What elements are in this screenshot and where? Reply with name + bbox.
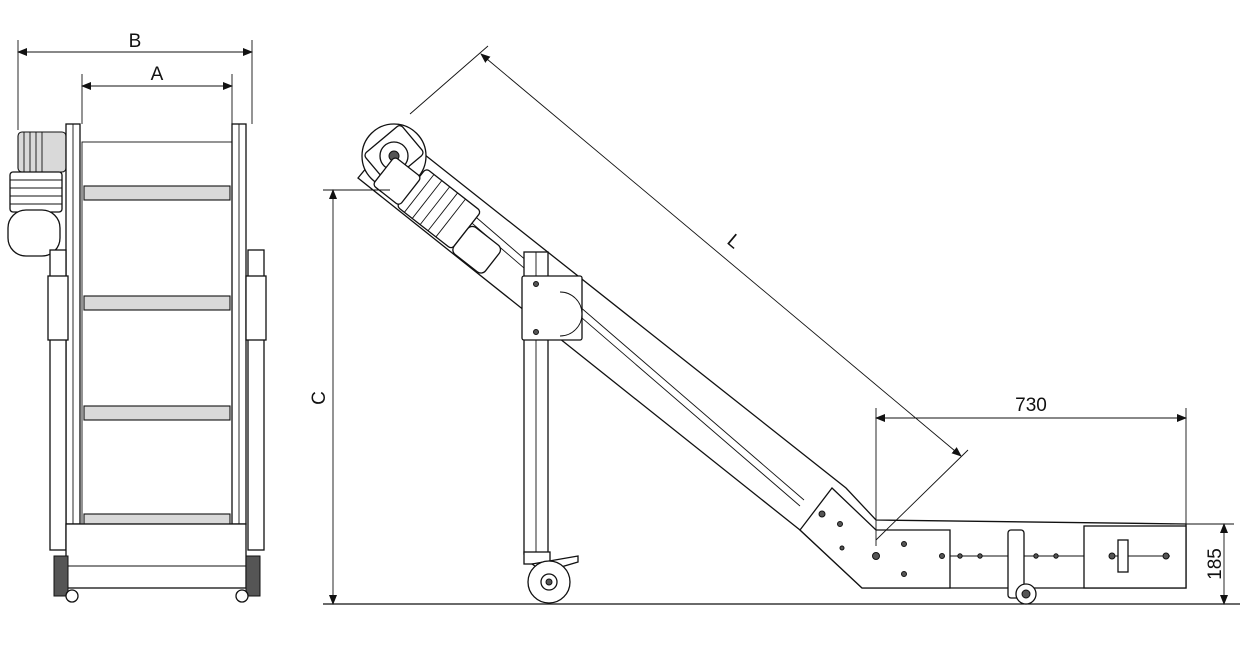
dimension-b-label: B xyxy=(129,31,142,52)
conveyor-body xyxy=(357,131,1187,589)
dimension-c-label: C xyxy=(309,391,330,405)
dimension-a-label: A xyxy=(151,64,164,85)
front-view: B A xyxy=(7,31,267,603)
dimension-l-label: L xyxy=(723,230,745,253)
dimension-length-label: 730 xyxy=(1015,395,1047,416)
side-view: C L 730 185 xyxy=(309,45,1240,605)
dimension-height-label: 185 xyxy=(1205,548,1226,580)
front-motor xyxy=(7,131,67,257)
